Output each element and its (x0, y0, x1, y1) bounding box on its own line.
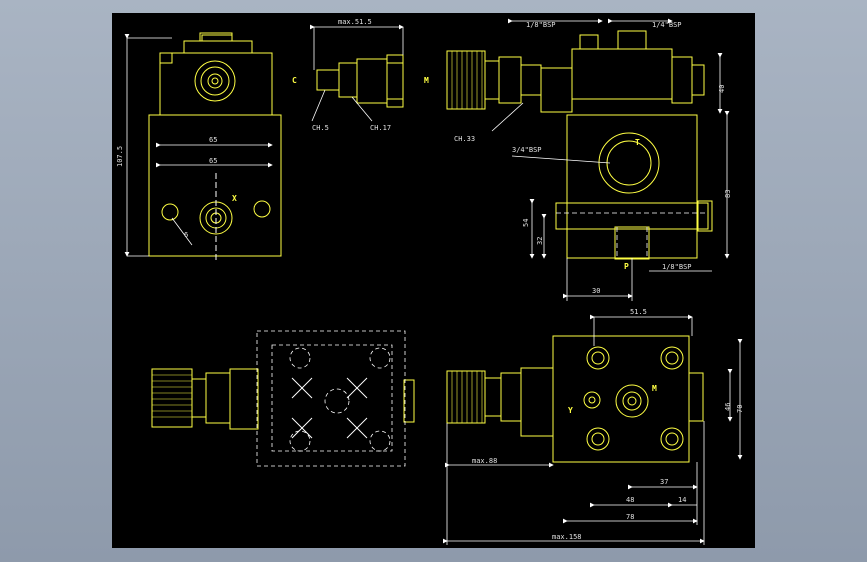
dim-max-158: max.158 (552, 533, 582, 541)
top-left-view (148, 32, 282, 263)
technical-drawing: 65 65 107.5 6 X max.51.5 CH.5 (116, 18, 744, 545)
dim-ch33: CH.33 (454, 135, 475, 143)
dim-51-5: 51.5 (630, 308, 647, 316)
dim-65: 65 (209, 136, 217, 144)
label-y: Y (568, 406, 573, 415)
top-right-view (446, 30, 713, 260)
dim-70: 70 (736, 405, 744, 413)
dim-port-1-8b: 1/8"BSP (662, 263, 692, 271)
dim-46: 46 (724, 403, 732, 411)
cad-canvas[interactable]: 65 65 107.5 6 X max.51.5 CH.5 (112, 13, 755, 548)
dim-max-51-5: max.51.5 (338, 18, 372, 26)
dim-30: 30 (592, 287, 600, 295)
label-x: X (232, 194, 237, 203)
dim-ch17: CH.17 (370, 124, 391, 132)
top-middle-view (316, 54, 404, 108)
dim-port-3-4: 3/4"BSP (512, 146, 542, 154)
label-t: T (635, 138, 640, 147)
dim-54: 54 (522, 219, 530, 227)
dim-40: 40 (718, 85, 726, 93)
dim-port-1-8: 1/8"BSP (526, 21, 556, 29)
dim-port-1-4: 1/4"BSP (652, 21, 682, 29)
dim-37: 37 (660, 478, 668, 486)
label-m2: M (652, 384, 657, 393)
dim-6: 6 (184, 231, 188, 239)
label-m: M (424, 76, 429, 85)
dim-32: 32 (536, 237, 544, 245)
dim-14: 14 (678, 496, 686, 504)
label-p: P (624, 262, 629, 271)
dim-ch5: CH.5 (312, 124, 329, 132)
dim-48: 48 (626, 496, 634, 504)
dim-max-88: max.88 (472, 457, 497, 465)
dim-83: 83 (724, 190, 732, 198)
dim-107-5: 107.5 (116, 146, 124, 167)
dim-78: 78 (626, 513, 634, 521)
label-c: C (292, 76, 297, 85)
dim-65b: 65 (209, 157, 217, 165)
bottom-right-view (446, 335, 704, 463)
bottom-left-view (151, 368, 415, 430)
